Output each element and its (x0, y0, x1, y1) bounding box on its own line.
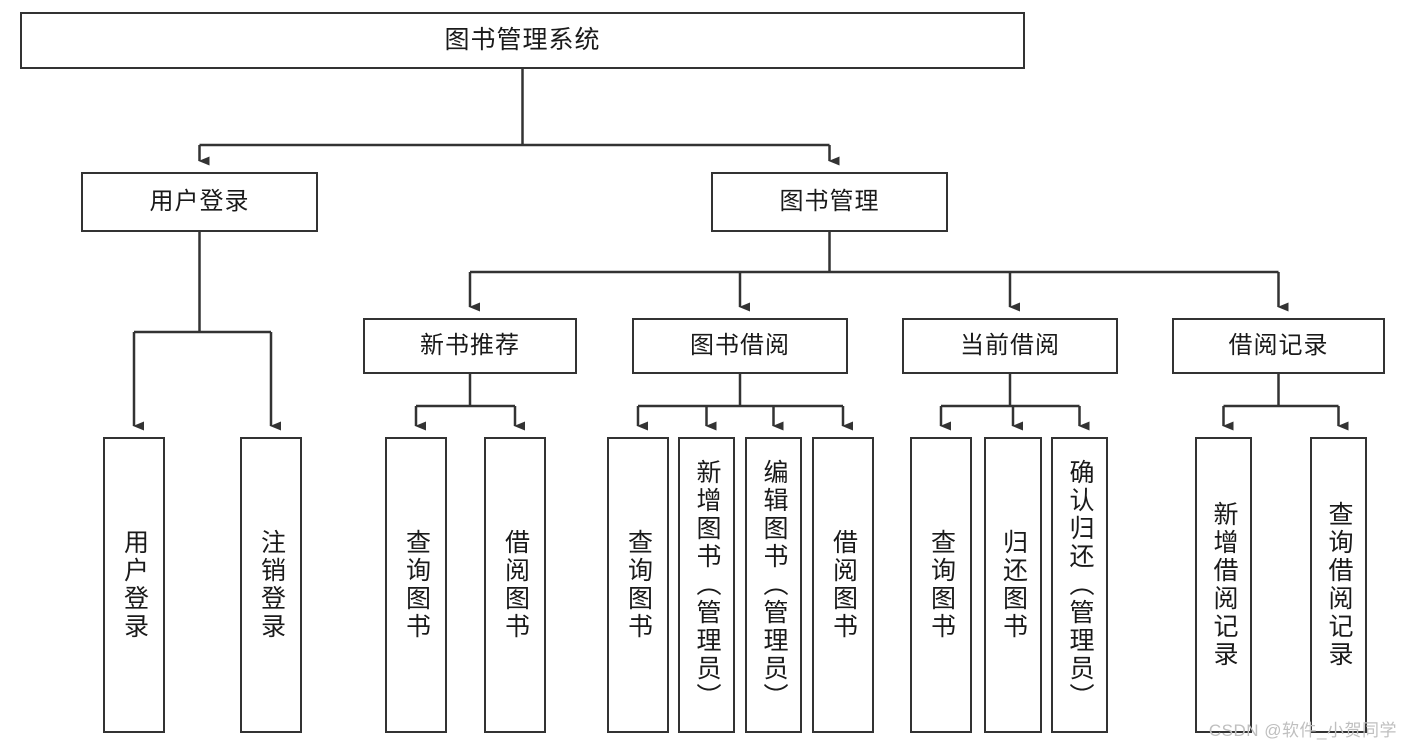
node-leaf-add-book-admin-label: 新增图书（管理员） (693, 459, 721, 711)
node-leaf-return-book[interactable]: 归还图书 (984, 437, 1042, 733)
node-book-borrow[interactable]: 图书借阅 (632, 318, 848, 374)
node-book-borrow-label: 图书借阅 (690, 331, 790, 359)
node-new-book-recommend[interactable]: 新书推荐 (363, 318, 577, 374)
node-new-book-recommend-label: 新书推荐 (420, 331, 520, 359)
node-leaf-return-book-label: 归还图书 (999, 529, 1028, 641)
node-leaf-query-book-borrow-label: 查询图书 (624, 529, 653, 641)
node-leaf-logout-login[interactable]: 注销登录 (240, 437, 302, 733)
node-leaf-confirm-return-admin[interactable]: 确认归还（管理员） (1051, 437, 1108, 733)
node-leaf-borrow-book-recommend-label: 借阅图书 (501, 529, 530, 641)
node-current-borrow-label: 当前借阅 (960, 331, 1060, 359)
node-current-borrow[interactable]: 当前借阅 (902, 318, 1118, 374)
node-leaf-query-book-recommend[interactable]: 查询图书 (385, 437, 447, 733)
node-leaf-query-borrow-record[interactable]: 查询借阅记录 (1310, 437, 1367, 733)
node-root[interactable]: 图书管理系统 (20, 12, 1025, 69)
node-leaf-query-borrow-record-label: 查询借阅记录 (1325, 501, 1353, 669)
node-root-label: 图书管理系统 (444, 25, 601, 54)
node-leaf-borrow-book-label: 借阅图书 (829, 529, 858, 641)
node-leaf-add-borrow-record-label: 新增借阅记录 (1210, 501, 1238, 669)
node-user-login-label: 用户登录 (149, 187, 250, 215)
node-leaf-borrow-book-recommend[interactable]: 借阅图书 (484, 437, 546, 733)
node-leaf-query-book-recommend-label: 查询图书 (402, 529, 431, 641)
node-leaf-user-login-label: 用户登录 (120, 529, 149, 641)
node-borrow-record[interactable]: 借阅记录 (1172, 318, 1385, 374)
node-leaf-add-book-admin[interactable]: 新增图书（管理员） (678, 437, 735, 733)
node-user-login[interactable]: 用户登录 (81, 172, 318, 232)
node-book-management-label: 图书管理 (779, 187, 880, 215)
node-leaf-add-borrow-record[interactable]: 新增借阅记录 (1195, 437, 1252, 733)
node-borrow-record-label: 借阅记录 (1228, 331, 1329, 359)
node-leaf-confirm-return-admin-label: 确认归还（管理员） (1066, 459, 1094, 711)
node-leaf-query-book-current-label: 查询图书 (927, 529, 956, 641)
node-leaf-edit-book-admin[interactable]: 编辑图书（管理员） (745, 437, 802, 733)
node-book-management[interactable]: 图书管理 (711, 172, 948, 232)
node-leaf-user-login[interactable]: 用户登录 (103, 437, 165, 733)
node-leaf-edit-book-admin-label: 编辑图书（管理员） (760, 459, 788, 711)
watermark-text: CSDN @软件_小贺同学 (1208, 721, 1397, 740)
node-leaf-query-book-current[interactable]: 查询图书 (910, 437, 972, 733)
node-leaf-logout-login-label: 注销登录 (257, 529, 286, 641)
node-leaf-query-book-borrow[interactable]: 查询图书 (607, 437, 669, 733)
node-leaf-borrow-book[interactable]: 借阅图书 (812, 437, 874, 733)
